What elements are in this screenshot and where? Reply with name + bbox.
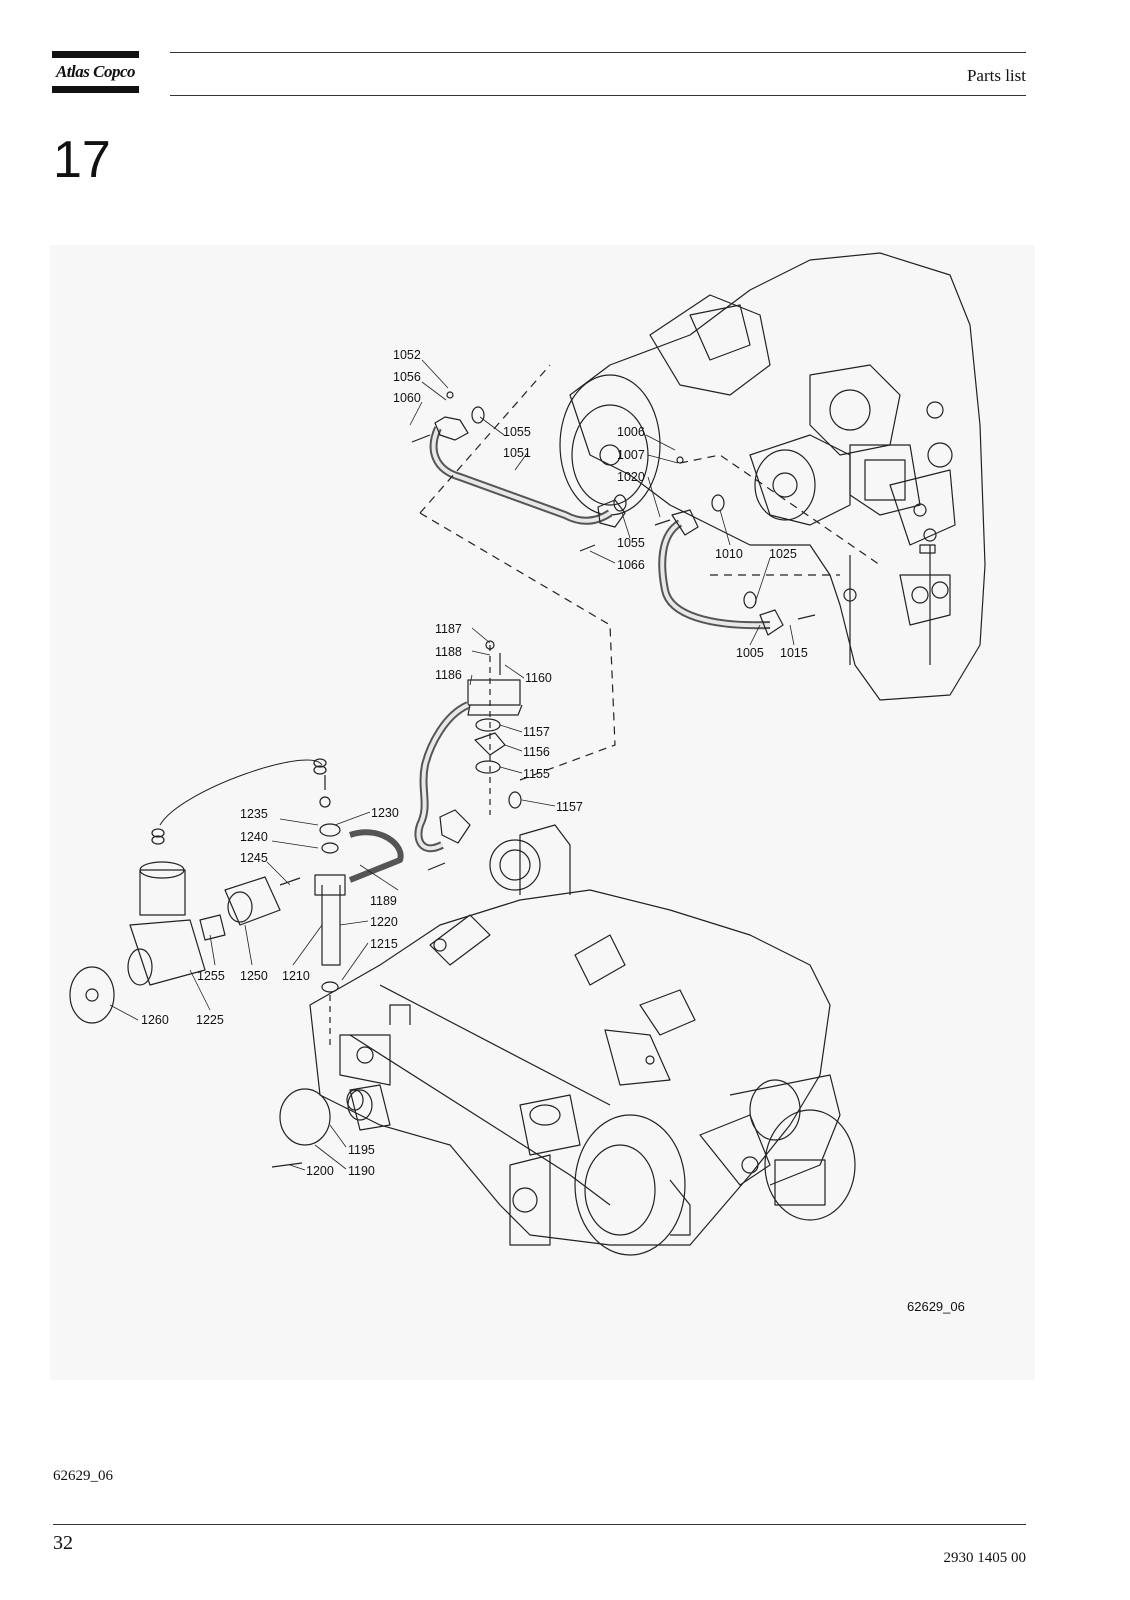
callout-label: 1225 bbox=[196, 1013, 224, 1027]
callout-label: 1157 bbox=[556, 800, 583, 814]
parts-drawing-svg: 1052 1056 1060 1055 1051 1006 1007 1020 … bbox=[69, 252, 986, 1314]
callout-label: 1220 bbox=[370, 915, 398, 929]
callout-label: 1195 bbox=[348, 1143, 375, 1157]
callout-labels: 1052 1056 1060 1055 1051 1006 1007 1020 … bbox=[141, 348, 808, 1178]
figure-id: 62629_06 bbox=[907, 1299, 965, 1314]
leader-lines bbox=[109, 359, 795, 1171]
callout-label: 1052 bbox=[393, 348, 421, 362]
logo-bar-bottom bbox=[52, 86, 139, 93]
callout-label: 1055 bbox=[503, 425, 531, 439]
callout-label: 1010 bbox=[715, 547, 743, 561]
callout-label: 1255 bbox=[197, 969, 225, 983]
header-rule-bottom bbox=[170, 95, 1026, 96]
callout-label: 1189 bbox=[370, 894, 397, 908]
callout-label: 1060 bbox=[393, 391, 421, 405]
callout-label: 1157 bbox=[523, 725, 550, 739]
callout-label: 1066 bbox=[617, 558, 645, 572]
exploded-parts-drawing: 1052 1056 1060 1055 1051 1006 1007 1020 … bbox=[50, 245, 1035, 1380]
document-number: 2930 1405 00 bbox=[943, 1550, 1027, 1566]
callout-label: 1200 bbox=[306, 1164, 334, 1178]
callout-label: 1250 bbox=[240, 969, 268, 983]
callout-label: 1235 bbox=[240, 807, 268, 821]
callout-label: 1056 bbox=[393, 370, 421, 384]
callout-label: 1005 bbox=[736, 646, 764, 660]
callout-label: 1260 bbox=[141, 1013, 169, 1027]
drawing-lines bbox=[69, 252, 986, 1256]
callout-label: 1215 bbox=[370, 937, 398, 951]
callout-label: 1156 bbox=[523, 745, 550, 759]
page-title: Parts list bbox=[966, 66, 1026, 85]
logo-bar-top bbox=[52, 51, 139, 58]
callout-label: 1007 bbox=[617, 448, 645, 462]
page-number: 32 bbox=[53, 1532, 73, 1554]
callout-label: 1155 bbox=[523, 767, 550, 781]
callout-label: 1186 bbox=[435, 668, 462, 682]
logo-wordmark: Atlas Copco bbox=[55, 62, 136, 81]
callout-label: 1190 bbox=[348, 1164, 375, 1178]
callout-label: 1245 bbox=[240, 851, 268, 865]
callout-label: 1160 bbox=[525, 671, 552, 685]
callout-label: 1055 bbox=[617, 536, 645, 550]
atlas-copco-logo: Atlas Copco bbox=[52, 51, 139, 94]
callout-label: 1210 bbox=[282, 969, 310, 983]
footer-rule bbox=[53, 1524, 1026, 1525]
callout-label: 1020 bbox=[617, 470, 645, 484]
section-number: 17 bbox=[53, 131, 111, 189]
callout-label: 1015 bbox=[780, 646, 808, 660]
callout-label: 1051 bbox=[503, 446, 531, 460]
callout-label: 1230 bbox=[371, 806, 399, 820]
callout-label: 1188 bbox=[435, 645, 462, 659]
callout-label: 1187 bbox=[435, 622, 462, 636]
callout-label: 1240 bbox=[240, 830, 268, 844]
figure-reference: 62629_06 bbox=[53, 1468, 113, 1484]
callout-label: 1006 bbox=[617, 425, 645, 439]
header-rule-top bbox=[170, 52, 1026, 53]
callout-label: 1025 bbox=[769, 547, 797, 561]
